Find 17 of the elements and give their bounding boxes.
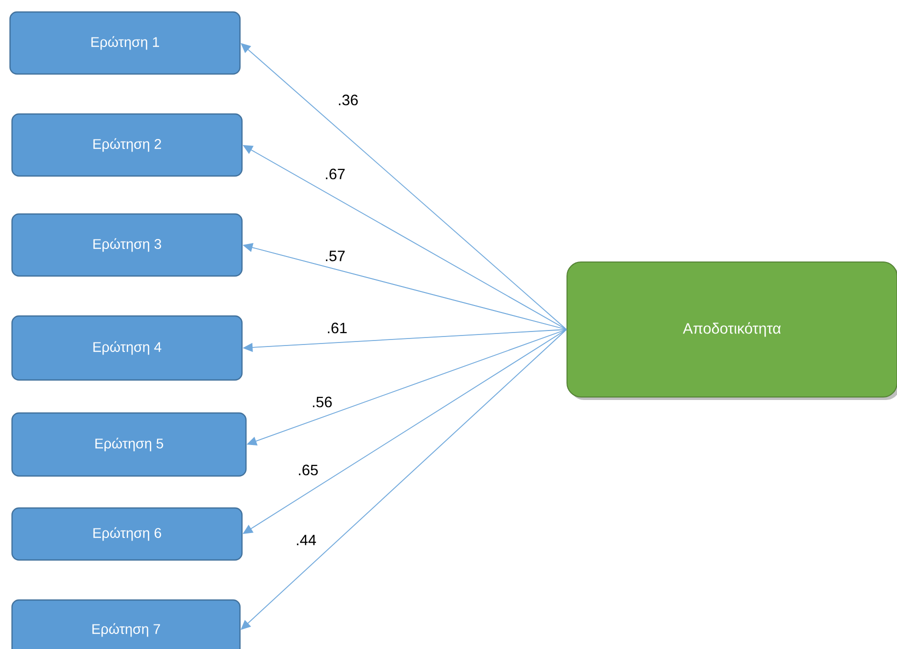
- edge-label: .44: [294, 534, 318, 546]
- result-box: Αποδοτικότητα: [566, 262, 897, 398]
- edge-label: .56: [310, 396, 334, 408]
- question-box: Ερώτηση 2: [11, 113, 243, 177]
- question-box: Ερώτηση 3: [11, 213, 243, 277]
- edge-label: .61: [326, 322, 348, 334]
- edge-label: .65: [296, 464, 320, 476]
- question-box: Ερώτηση 5: [11, 412, 247, 477]
- arrow: [240, 43, 567, 330]
- question-box: Ερώτηση 1: [9, 11, 241, 75]
- edge-label: .57: [324, 250, 346, 262]
- edge-label: .36: [336, 94, 360, 106]
- question-box: Ερώτηση 7: [11, 599, 241, 649]
- arrow: [240, 329, 567, 630]
- question-box: Ερώτηση 6: [11, 507, 243, 561]
- edge-label: .67: [324, 168, 346, 180]
- question-box: Ερώτηση 4: [11, 315, 243, 381]
